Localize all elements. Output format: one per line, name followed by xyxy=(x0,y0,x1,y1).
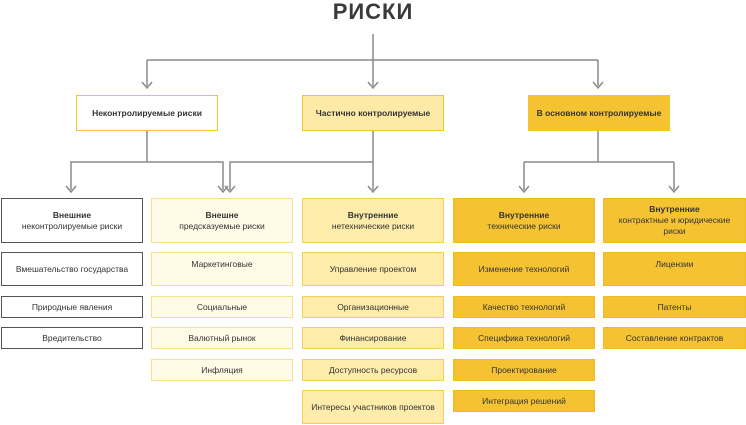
column-header-text: контрактные и юридические риски xyxy=(618,215,731,236)
list-item: Интересы участников проектов xyxy=(302,390,444,424)
list-item-label: Качество технологий xyxy=(482,301,566,312)
list-item: Составление контрактов xyxy=(603,327,746,349)
column-header-text: технические риски xyxy=(487,220,561,231)
list-item-label: Лицензии xyxy=(655,259,694,269)
list-item-label: Патенты xyxy=(657,301,692,312)
list-item: Вмешательство государства xyxy=(1,252,143,286)
column-header-bold: Внешние xyxy=(52,209,92,220)
list-item-label: Специфика технологий xyxy=(477,332,571,343)
column-header-text: предсказуемые риски xyxy=(179,220,265,231)
list-item-label: Природные явления xyxy=(31,301,113,312)
list-item: Социальные xyxy=(151,296,293,318)
list-item-label: Организационные xyxy=(337,301,409,312)
list-item-label: Составление контрактов xyxy=(625,332,724,343)
list-item: Проектирование xyxy=(453,359,595,381)
partially-controlled-node: Частично контролируемые xyxy=(302,95,444,131)
uncontrolled-risks-node: Неконтролируемые риски xyxy=(76,95,218,131)
list-item-label: Управление проектом xyxy=(329,263,417,274)
list-item: Интеграция решений xyxy=(453,390,595,412)
mostly-controlled-node: В основном контролируемые xyxy=(528,95,670,131)
list-item-label: Проектирование xyxy=(491,364,557,375)
list-item: Маркетинговые xyxy=(151,252,293,286)
list-item-label: Маркетинговые xyxy=(191,259,253,269)
column-header-text: нетехнические риски xyxy=(331,220,415,231)
list-item: Качество технологий xyxy=(453,296,595,318)
list-item: Лицензии xyxy=(603,252,746,286)
column-header-bold: Внутренние xyxy=(649,204,700,214)
diagram-title: РИСКИ xyxy=(332,0,414,24)
list-item: Финансирование xyxy=(302,327,444,349)
list-item-label: Изменение технологий xyxy=(478,263,570,274)
column-header-bold: Внешне xyxy=(205,209,239,220)
list-item-label: Вмешательство государства xyxy=(15,263,129,274)
list-item-label: Интеграция решений xyxy=(482,395,566,406)
list-item: Инфляция xyxy=(151,359,293,381)
list-item: Валютный рынок xyxy=(151,327,293,349)
column-header-bold: Внутренние xyxy=(347,209,399,220)
list-item: Организационные xyxy=(302,296,444,318)
list-item-label: Финансирование xyxy=(339,332,407,343)
column-header-bold: Внутренние xyxy=(498,209,550,220)
uncontrolled-risks-label: Неконтролируемые риски xyxy=(92,107,202,118)
list-item: Управление проектом xyxy=(302,252,444,286)
partially-controlled-label: Частично контролируемые xyxy=(315,107,431,118)
list-item: Изменение технологий xyxy=(453,252,595,286)
list-item: Специфика технологий xyxy=(453,327,595,349)
list-item-label: Инфляция xyxy=(201,364,243,375)
column-header-text: неконтролируемые риски xyxy=(21,220,123,231)
list-item: Вредительство xyxy=(1,327,143,349)
list-item-label: Вредительство xyxy=(42,332,102,343)
list-item: Патенты xyxy=(603,296,746,318)
list-item-label: Социальные xyxy=(196,301,248,312)
list-item: Доступность ресурсов xyxy=(302,359,444,381)
mostly-controlled-label: В основном контролируемые xyxy=(536,107,662,118)
list-item-label: Валютный рынок xyxy=(188,332,256,343)
list-item-label: Доступность ресурсов xyxy=(328,364,418,375)
list-item-label: Интересы участников проектов xyxy=(311,401,435,412)
list-item: Природные явления xyxy=(1,296,143,318)
